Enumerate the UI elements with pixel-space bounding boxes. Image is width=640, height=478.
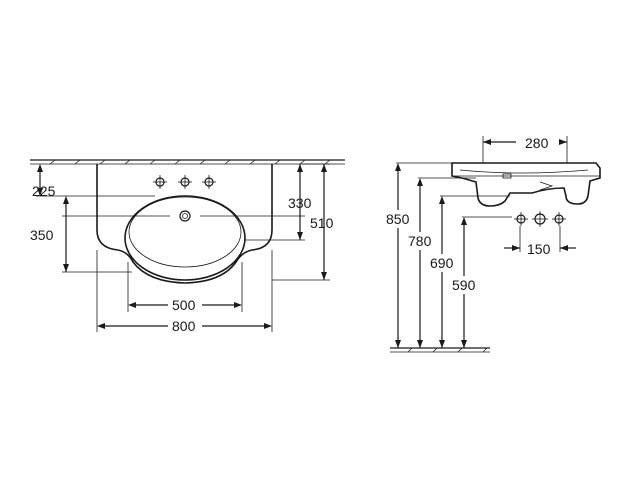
dim-780: 780 [408, 178, 434, 348]
dim-280: 280 [482, 135, 568, 163]
bowl-inner [128, 196, 242, 268]
dim-330-label: 330 [288, 195, 312, 211]
dim-225: 225 [32, 164, 56, 199]
dim-850-label: 850 [386, 211, 410, 227]
dim-150-label: 150 [527, 241, 551, 257]
dim-800-label: 800 [172, 318, 196, 334]
drain-inner [182, 213, 188, 219]
dim-800: 800 [97, 317, 272, 334]
drain-outer [179, 210, 191, 222]
dim-690: 690 [430, 196, 456, 348]
dim-500-label: 500 [172, 297, 196, 313]
front-view: 225 350 330 510 500 [30, 159, 345, 334]
front-wall-line [30, 159, 345, 165]
dim-330: 330 [288, 164, 312, 240]
dim-510-label: 510 [310, 215, 334, 231]
basin-outline [96, 164, 273, 284]
dim-350: 350 [30, 196, 69, 272]
dim-590: 590 [452, 217, 478, 348]
overflow-slot [502, 173, 512, 179]
dim-350-label: 350 [30, 227, 54, 243]
side-view: 280 [386, 135, 601, 353]
basin-side-outline [451, 162, 601, 207]
supply-holes [514, 211, 566, 227]
dim-850: 850 [386, 163, 412, 348]
dim-225-label: 225 [32, 183, 56, 199]
dim-690-label: 690 [430, 255, 454, 271]
tap-holes [153, 175, 216, 189]
dim-510: 510 [310, 164, 334, 280]
dim-150: 150 [504, 241, 576, 257]
dim-780-label: 780 [408, 233, 432, 249]
dim-500: 500 [128, 296, 242, 313]
dim-590-label: 590 [452, 277, 476, 293]
side-floor-line [390, 347, 490, 353]
dim-280-label: 280 [525, 135, 549, 151]
front-extension-lines [36, 163, 330, 332]
bowl-outer [124, 195, 246, 281]
